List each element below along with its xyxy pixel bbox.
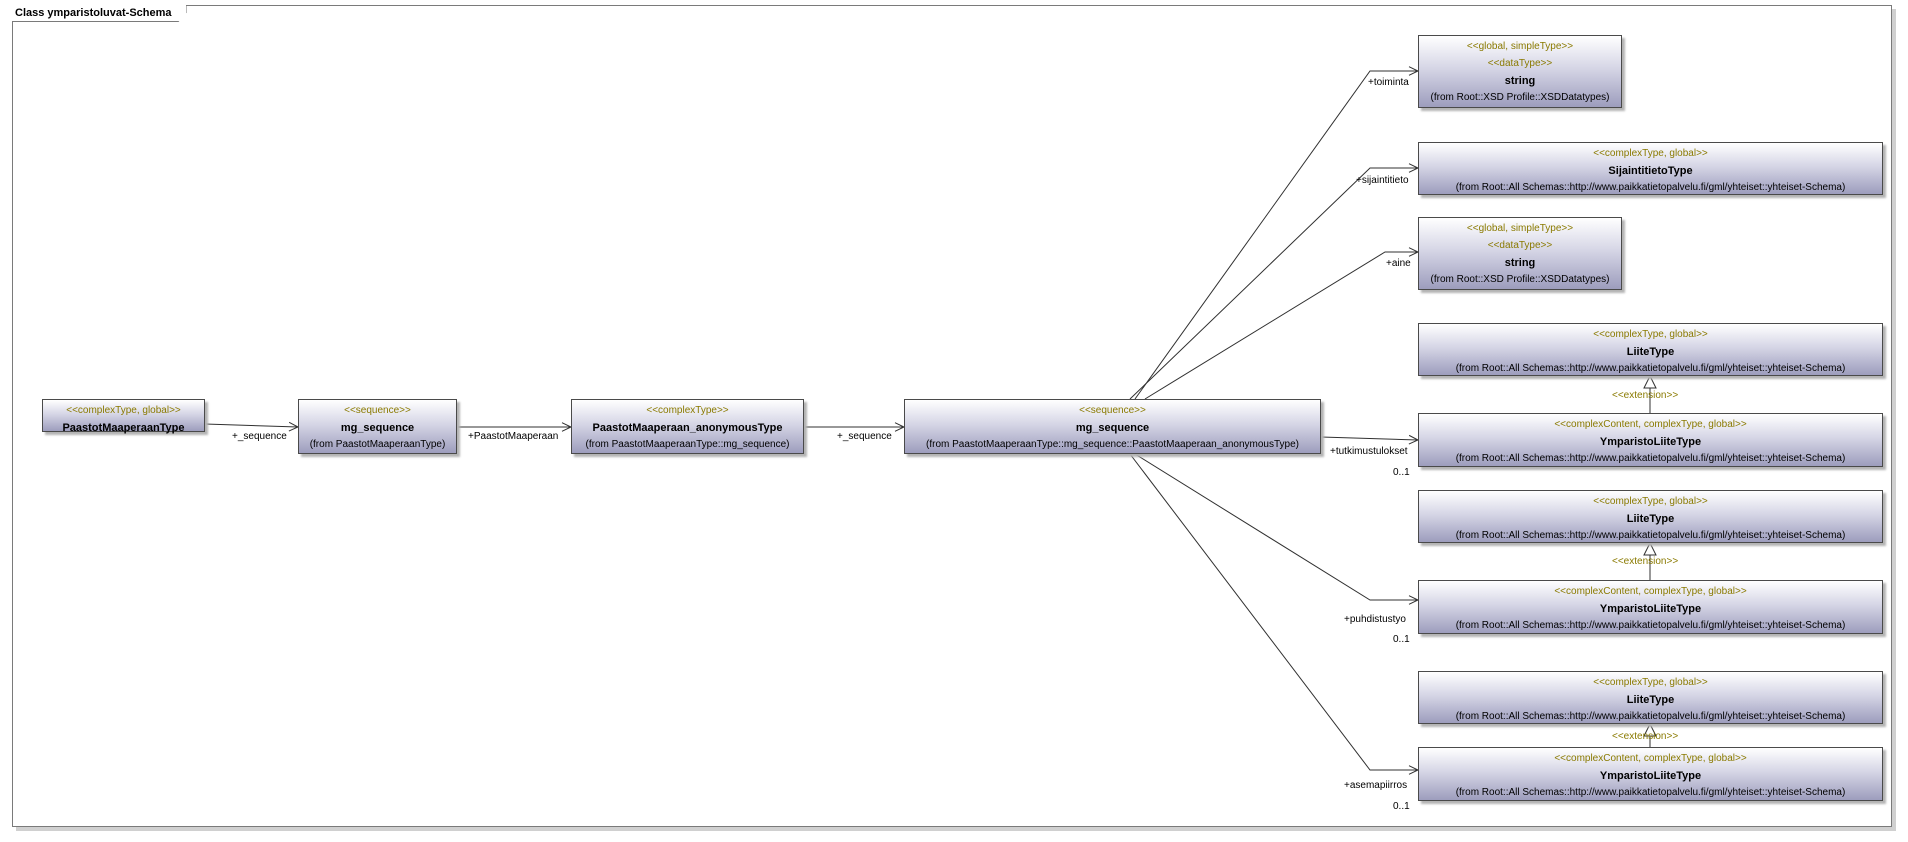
generalization-arrow-g3 xyxy=(1643,722,1657,737)
class-origin: (from Root::All Schemas::http://www.paik… xyxy=(1455,787,1846,798)
class-box-string[interactable]: <<global, simpleType>> <<dataType>> string… xyxy=(1418,217,1622,290)
class-stereotype: <<sequence>> xyxy=(1079,405,1146,416)
class-stereotype: <<complexContent, complexType, global>> xyxy=(1554,419,1747,430)
class-origin: (from PaastotMaaperaanType) xyxy=(309,439,446,450)
association-role-label: +aine xyxy=(1386,258,1411,269)
class-name: LiiteType xyxy=(1626,513,1675,525)
class-box-ymparistoliitetype[interactable]: <<complexContent, complexType, global>> Y… xyxy=(1418,580,1883,634)
generalization-arrow-g2 xyxy=(1643,541,1657,556)
class-origin: (from Root::All Schemas::http://www.paik… xyxy=(1455,711,1846,722)
association-line-a7 xyxy=(1320,436,1419,441)
association-line-a5 xyxy=(1129,167,1418,400)
association-role-label: +PaastotMaaperaan xyxy=(468,431,559,442)
class-origin: (from Root::XSD Profile::XSDDatatypes) xyxy=(1430,92,1610,103)
association-role-label: +sijaintitieto xyxy=(1356,175,1409,186)
diagram-title: Class ymparistoluvat-Schema xyxy=(12,5,187,22)
class-origin: (from Root::All Schemas::http://www.paik… xyxy=(1455,182,1846,193)
association-line-a8 xyxy=(1134,453,1418,601)
association-line-a1 xyxy=(204,423,299,428)
class-origin: (from PaastotMaaperaanType::mg_sequence:… xyxy=(926,439,1299,450)
association-role-label: +_sequence xyxy=(232,431,287,442)
association-line-a4 xyxy=(1134,70,1418,400)
association-role-label: +toiminta xyxy=(1368,77,1409,88)
association-multiplicity-label: 0..1 xyxy=(1393,634,1410,645)
class-stereotype: <<global, simpleType>> xyxy=(1466,223,1574,234)
class-box-ymparistoliitetype[interactable]: <<complexContent, complexType, global>> Y… xyxy=(1418,413,1883,467)
class-stereotype: <<complexType>> xyxy=(646,405,729,416)
class-stereotype: <<complexContent, complexType, global>> xyxy=(1554,586,1747,597)
class-box-string[interactable]: <<global, simpleType>> <<dataType>> string… xyxy=(1418,35,1622,108)
extension-label: <<extension>> xyxy=(1612,731,1679,742)
association-role-label: +_sequence xyxy=(837,431,892,442)
association-multiplicity-label: 0..1 xyxy=(1393,467,1410,478)
class-box-mg_sequence[interactable]: <<sequence>> mg_sequence (from PaastotMaap… xyxy=(298,399,457,454)
class-stereotype: <<complexType, global>> xyxy=(1593,329,1708,340)
class-stereotype: <<complexType, global>> xyxy=(66,405,181,416)
generalization-arrow-g1 xyxy=(1643,374,1657,389)
class-origin: (from Root::All Schemas::http://www.paik… xyxy=(1455,620,1846,631)
class-stereotype: <<complexType, global>> xyxy=(1593,677,1708,688)
class-name: LiiteType xyxy=(1626,346,1675,358)
association-line-a6 xyxy=(1144,251,1418,400)
association-role-label: +asemapiirros xyxy=(1344,780,1408,791)
class-box-ymparistoliitetype[interactable]: <<complexContent, complexType, global>> Y… xyxy=(1418,747,1883,801)
extension-label: <<extension>> xyxy=(1612,556,1679,567)
class-box-liitetype[interactable]: <<complexType, global>> LiiteType (from Ro… xyxy=(1418,671,1883,724)
class-name: YmparistoLiiteType xyxy=(1599,603,1702,615)
association-multiplicity-label: 0..1 xyxy=(1393,801,1410,812)
class-name: LiiteType xyxy=(1626,694,1675,706)
class-name: mg_sequence xyxy=(1075,422,1150,434)
class-name: PaastotMaaperaanType xyxy=(62,422,185,434)
class-origin: (from Root::All Schemas::http://www.paik… xyxy=(1455,530,1846,541)
association-line-a9 xyxy=(1129,453,1418,771)
class-stereotype: <<complexContent, complexType, global>> xyxy=(1554,753,1747,764)
class-name: PaastotMaaperaan_anonymousType xyxy=(592,422,783,434)
extension-label: <<extension>> xyxy=(1612,390,1679,401)
class-stereotype: <<complexType, global>> xyxy=(1593,148,1708,159)
class-box-paastotmaaperaantype[interactable]: <<complexType, global>> PaastotMaaperaanT… xyxy=(42,399,205,434)
class-name: mg_sequence xyxy=(340,422,415,434)
class-name: YmparistoLiiteType xyxy=(1599,770,1702,782)
class-box-mg_sequence[interactable]: <<sequence>> mg_sequence (from PaastotMaap… xyxy=(904,399,1321,454)
class-box-liitetype[interactable]: <<complexType, global>> LiiteType (from Ro… xyxy=(1418,323,1883,376)
class-origin: (from PaastotMaaperaanType::mg_sequence) xyxy=(585,439,790,450)
class-name: YmparistoLiiteType xyxy=(1599,436,1702,448)
class-stereotype: <<dataType>> xyxy=(1487,240,1553,251)
class-box-paastotmaaperaan_anonymoustype[interactable]: <<complexType>> PaastotMaaperaan_anonymou… xyxy=(571,399,804,454)
class-name: string xyxy=(1504,75,1536,87)
class-box-sijaintitietotype[interactable]: <<complexType, global>> SijaintitietoType… xyxy=(1418,142,1883,195)
class-stereotype: <<complexType, global>> xyxy=(1593,496,1708,507)
class-name: SijaintitietoType xyxy=(1608,165,1693,177)
class-name: string xyxy=(1504,257,1536,269)
class-stereotype: <<sequence>> xyxy=(344,405,411,416)
class-origin: (from Root::All Schemas::http://www.paik… xyxy=(1455,453,1846,464)
association-role-label: +puhdistustyo xyxy=(1344,614,1406,625)
class-box-liitetype[interactable]: <<complexType, global>> LiiteType (from Ro… xyxy=(1418,490,1883,543)
class-origin: (from Root::All Schemas::http://www.paik… xyxy=(1455,363,1846,374)
association-role-label: +tutkimustulokset xyxy=(1330,446,1408,457)
class-origin: (from Root::XSD Profile::XSDDatatypes) xyxy=(1430,274,1610,285)
class-stereotype: <<global, simpleType>> xyxy=(1466,41,1574,52)
class-stereotype: <<dataType>> xyxy=(1487,58,1553,69)
